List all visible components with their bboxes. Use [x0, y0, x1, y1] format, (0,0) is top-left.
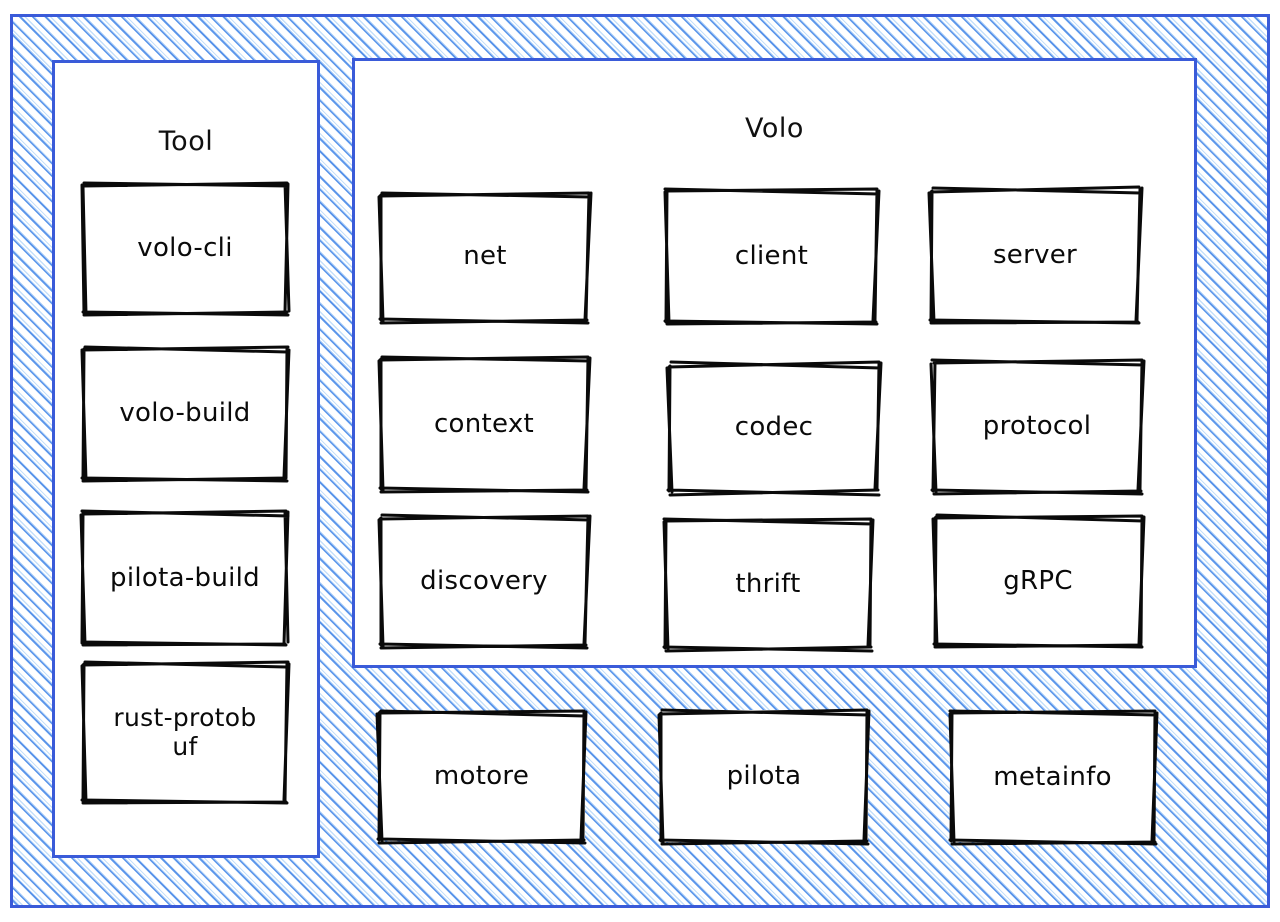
foundation-box-metainfo[interactable]: metainfo [948, 709, 1159, 846]
box-label: server [992, 239, 1078, 270]
tool-box-rust-protobuf[interactable]: rust-protob uf [80, 660, 291, 805]
box-label: pilota-build [110, 562, 260, 593]
foundation-box-motore[interactable]: motore [375, 709, 588, 845]
tool-box-pilota-build[interactable]: pilota-build [79, 509, 290, 647]
volo-box-server[interactable]: server [927, 185, 1144, 325]
box-label: thrift [735, 568, 801, 599]
volo-box-net[interactable]: net [377, 191, 593, 325]
box-label: client [734, 240, 809, 271]
volo-box-codec[interactable]: codec [665, 360, 883, 497]
volo-box-grpc[interactable]: gRPC [931, 513, 1146, 649]
box-label: net [463, 240, 507, 271]
box-label: pilota [726, 760, 802, 791]
box-label: metainfo [993, 761, 1112, 792]
volo-box-protocol[interactable]: protocol [929, 358, 1146, 496]
box-label: protocol [982, 410, 1092, 441]
box-label: volo-build [119, 397, 251, 428]
volo-box-discovery[interactable]: discovery [377, 513, 592, 650]
foundation-box-pilota[interactable]: pilota [657, 708, 871, 846]
volo-box-context[interactable]: context [377, 355, 592, 494]
tool-box-volo-cli[interactable]: volo-cli [80, 181, 291, 317]
box-label: gRPC [1003, 565, 1073, 596]
tool-box-volo-build[interactable]: volo-build [80, 345, 291, 483]
volo-box-client[interactable]: client [663, 187, 881, 326]
volo-box-thrift[interactable]: thrift [662, 517, 875, 653]
tool-panel-title: Tool [158, 126, 214, 157]
box-label: volo-cli [137, 232, 233, 263]
box-label: codec [734, 411, 814, 442]
box-label: context [433, 408, 535, 439]
box-label: rust-protob uf [113, 702, 257, 762]
box-label: discovery [420, 565, 548, 596]
box-label: motore [433, 760, 530, 791]
volo-panel-title: Volo [745, 113, 804, 144]
